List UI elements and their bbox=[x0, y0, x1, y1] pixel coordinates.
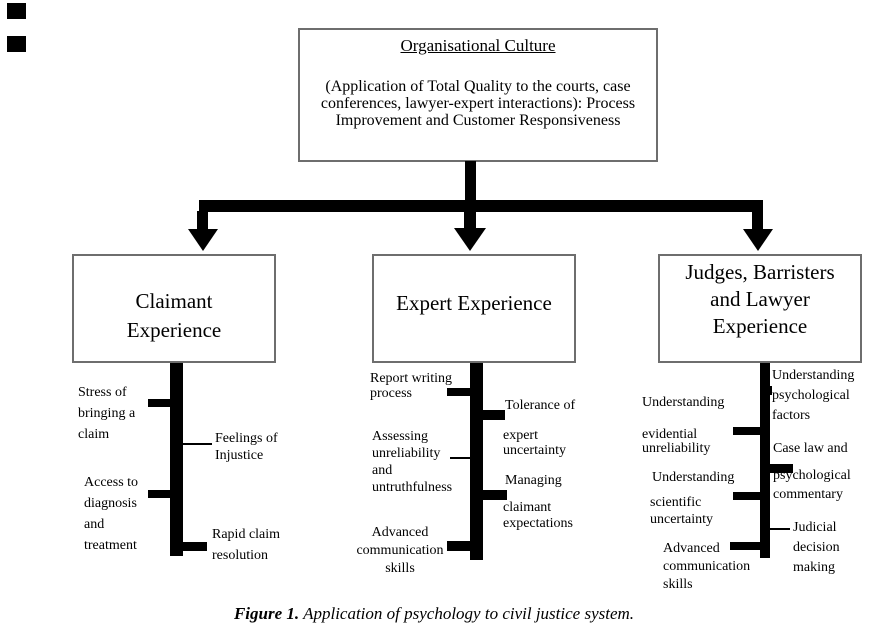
label-caselaw-3: commentary bbox=[773, 487, 843, 502]
label-tolerance-1: Tolerance of bbox=[505, 398, 576, 413]
organisational-culture-body: (Application of Total Quality to the cou… bbox=[320, 78, 636, 129]
label-caselaw-2: psychological bbox=[773, 468, 851, 483]
claimant-tick-rapid bbox=[183, 542, 207, 551]
claimant-experience-box bbox=[72, 254, 276, 363]
label-managing-1: Managing bbox=[505, 473, 562, 488]
claimant-stem-line bbox=[170, 363, 183, 556]
middle-arrow-down-icon bbox=[454, 228, 486, 251]
label-access: Access to diagnosis and treatment bbox=[84, 475, 139, 553]
expert-line-assessing bbox=[450, 457, 470, 459]
corner-mark-1 bbox=[7, 3, 26, 19]
judges-experience-title: Judges, Barristers and Lawyer Experience bbox=[685, 260, 835, 338]
label-scientific-2: scientific bbox=[650, 495, 702, 510]
judges-tick-caselaw bbox=[770, 464, 793, 473]
middle-arrow-stem bbox=[464, 211, 476, 229]
label-evidential-1: Understanding bbox=[642, 395, 725, 410]
expert-tick-managing bbox=[483, 490, 507, 500]
expert-tick-report bbox=[447, 388, 470, 396]
label-report: Report writing process bbox=[370, 371, 453, 401]
left-arrow-down-icon bbox=[188, 229, 218, 251]
right-arrow-stem bbox=[752, 211, 763, 230]
claimant-line-feelings bbox=[183, 443, 212, 445]
judges-line-judicial bbox=[770, 528, 790, 530]
expert-tick-advanced bbox=[447, 541, 470, 551]
label-assessing: Assessing unreliability and untruthfulne… bbox=[372, 429, 453, 495]
label-managing-3: expectations bbox=[503, 516, 573, 531]
label-evidential-2: evidential bbox=[642, 427, 698, 442]
expert-stem-line bbox=[470, 363, 483, 560]
claimant-tick-stress bbox=[148, 399, 170, 407]
figure-caption-number: Figure 1. bbox=[233, 604, 300, 623]
label-feelings: Feelings of Injustice bbox=[215, 431, 278, 463]
claimant-experience-title: Claimant Experience bbox=[126, 289, 222, 342]
label-rapid: Rapid claim resolution bbox=[212, 527, 281, 563]
expert-tick-tolerance bbox=[483, 410, 505, 420]
left-arrow-stem bbox=[197, 211, 208, 230]
label-judicial: Judicial decision making bbox=[793, 520, 840, 575]
figure-caption: Figure 1. Application of psychology to c… bbox=[0, 604, 868, 624]
expert-experience-box bbox=[372, 254, 576, 363]
claimant-tick-access bbox=[148, 490, 175, 498]
judges-tick-psych bbox=[760, 386, 772, 395]
label-evidential-3: unreliability bbox=[642, 441, 711, 456]
label-scientific-3: uncertainty bbox=[650, 512, 713, 527]
judges-experience-box bbox=[658, 254, 862, 363]
corner-mark-2 bbox=[7, 36, 26, 52]
label-scientific-1: Understanding bbox=[652, 470, 735, 485]
figure-caption-text: Application of psychology to civil justi… bbox=[299, 604, 635, 623]
expert-experience-title: Expert Experience bbox=[396, 291, 552, 315]
label-caselaw-1: Case law and bbox=[773, 441, 848, 456]
label-tolerance-3: uncertainty bbox=[503, 443, 566, 458]
label-expert-advanced: Advanced communication skills bbox=[356, 525, 444, 576]
label-judges-advanced: Advanced communication skills bbox=[663, 541, 751, 592]
organisational-culture-title: Organisational Culture bbox=[400, 36, 556, 55]
label-psych-factors: Understanding psychological factors bbox=[772, 368, 855, 423]
label-tolerance-2: expert bbox=[503, 428, 538, 443]
label-managing-2: claimant bbox=[503, 500, 552, 515]
label-stress: Stress of bringing a claim bbox=[78, 385, 136, 442]
right-arrow-down-icon bbox=[743, 229, 773, 251]
judges-stem-line bbox=[760, 363, 770, 558]
horizontal-bar-line bbox=[199, 200, 763, 212]
judges-tick-evidential bbox=[733, 427, 760, 435]
top-stem-line bbox=[465, 161, 476, 201]
judges-tick-advanced bbox=[730, 542, 760, 550]
judges-tick-scientific bbox=[733, 492, 760, 500]
organisational-culture-box bbox=[298, 28, 658, 162]
